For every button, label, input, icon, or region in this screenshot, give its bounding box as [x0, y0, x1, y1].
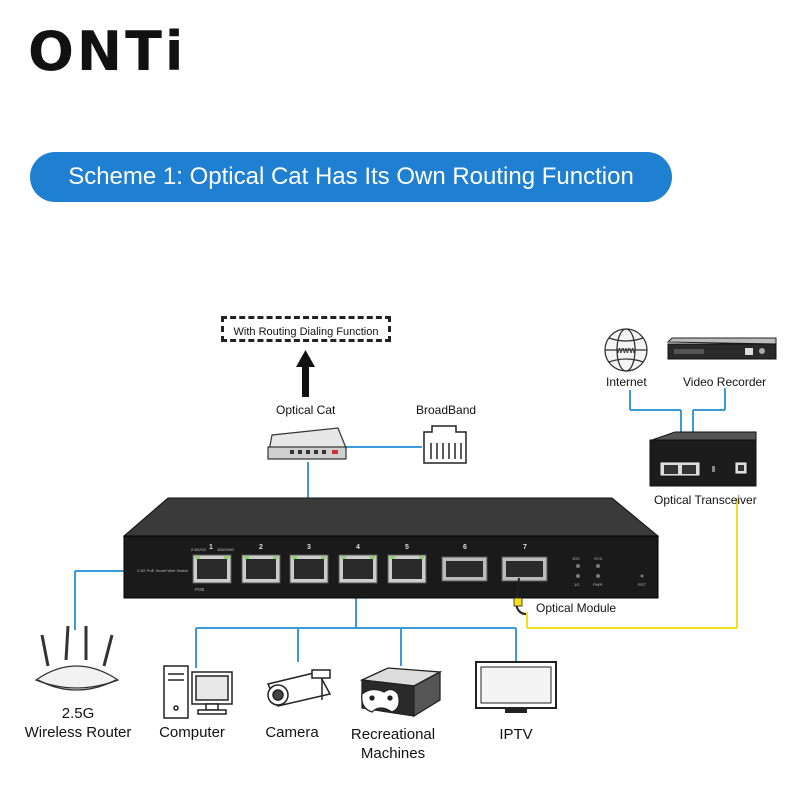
broadband-label: BroadBand — [416, 403, 477, 417]
internet-label: Internet — [606, 375, 647, 389]
wireless-router-icon — [34, 625, 120, 691]
led-1g-label: 1G — [574, 582, 579, 587]
tv-icon — [475, 661, 557, 713]
optical-module-icon — [513, 577, 527, 615]
camera-icon — [266, 669, 332, 707]
optical-module-label: Optical Module — [536, 601, 617, 615]
led-pwr-label: PWR — [593, 582, 602, 587]
optical-transceiver-label: Optical Transceiver — [654, 493, 757, 507]
switch-port-3 — [289, 554, 329, 584]
switch-device — [122, 497, 660, 599]
port1-speed-left: 2.5G/1G — [191, 547, 206, 552]
scheme-banner: Scheme 1: Optical Cat Has Its Own Routin… — [30, 152, 672, 202]
up-arrow-icon — [296, 350, 315, 397]
switch-status-leds — [576, 564, 644, 578]
poe-label: POE — [195, 587, 205, 592]
game-console-icon — [359, 667, 443, 718]
port-number-5: 5 — [405, 544, 409, 551]
video-recorder-label: Video Recorder — [683, 375, 767, 389]
switch-port-1 — [192, 554, 232, 584]
port-number-7: 7 — [523, 544, 527, 551]
optical-transceiver-icon — [649, 431, 757, 487]
port-number-3: 3 — [307, 544, 311, 551]
rst-label: RST — [638, 582, 647, 587]
switch-model-text: 2.5G PoE Smart Web Switch — [137, 568, 188, 573]
recreational-label: Recreational Machines — [338, 725, 448, 763]
video-recorder-icon — [666, 337, 777, 360]
computer-label: Computer — [159, 724, 225, 741]
optical-cat-icon — [267, 427, 347, 460]
port1-speed-right: 100/1000 — [217, 547, 234, 552]
onti-logo: ONTi — [28, 20, 187, 83]
port-number-4: 4 — [356, 544, 360, 551]
switch-sfp-port-7 — [501, 556, 548, 582]
led-10g-label: 10G — [572, 556, 580, 561]
router-label-line1: 2.5G — [61, 705, 95, 722]
port-number-6: 6 — [463, 544, 467, 551]
switch-port-2 — [241, 554, 281, 584]
switch-sfp-port-6 — [441, 556, 488, 582]
computer-icon — [163, 665, 233, 719]
routing-dialing-box: With Routing Dialing Function — [221, 316, 391, 342]
globe-icon — [604, 328, 648, 372]
optical-cat-label: Optical Cat — [276, 403, 336, 417]
router-label-line2: Wireless Router — [24, 724, 132, 741]
port-number-1: 1 — [209, 544, 213, 551]
router-label: 2.5G Wireless Router — [18, 704, 138, 742]
switch-port-5 — [387, 554, 427, 584]
led-sys-label: SYS — [594, 556, 602, 561]
recreational-label-line2: Machines — [360, 745, 426, 762]
globe-text: WWW — [616, 348, 636, 355]
switch-port-4 — [338, 554, 378, 584]
port-number-2: 2 — [259, 544, 263, 551]
camera-label: Camera — [265, 724, 319, 741]
iptv-label: IPTV — [499, 726, 533, 743]
recreational-label-line1: Recreational — [350, 726, 436, 743]
yellow-fiber-line — [526, 498, 738, 629]
broadband-socket-icon — [423, 425, 467, 464]
